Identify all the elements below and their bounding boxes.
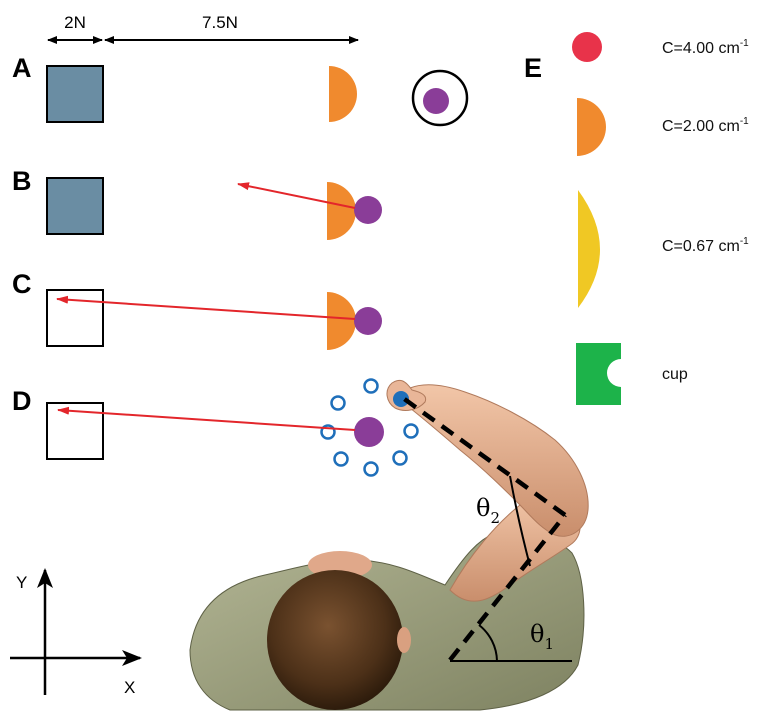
- elbow-angle-arc: [509, 475, 531, 567]
- start-square-outline: [46, 289, 104, 347]
- start-ring: [411, 69, 469, 127]
- forearm-segment-line: [401, 396, 567, 517]
- target-circle: [403, 423, 419, 439]
- subject-ear: [397, 627, 411, 653]
- start-square-outline: [46, 402, 104, 460]
- panel-e-letter: E: [524, 53, 542, 83]
- robot-handle: [393, 391, 409, 407]
- object-half-disc: [327, 182, 356, 240]
- coordinate-axes: Y X: [10, 568, 142, 697]
- elbow-angle-label: θ2: [476, 494, 500, 527]
- panel-a: A: [12, 53, 469, 127]
- cursor-dot: [354, 196, 382, 224]
- object-half-disc: [327, 292, 356, 350]
- cursor-dot: [354, 307, 382, 335]
- legend-half-disc-object: [577, 98, 606, 156]
- shoulder-angle-label: θ1: [530, 620, 554, 653]
- legend-segment-object: [578, 190, 600, 308]
- x-axis-label: X: [124, 678, 135, 697]
- panel-d: D: [12, 378, 419, 477]
- panel-d-letter: D: [12, 386, 32, 416]
- object-half-disc: [329, 66, 357, 122]
- cursor-dot: [423, 88, 449, 114]
- panel-e-legend: E C=4.00 cm-1 C=2.00 cm-1 C=0.67 cm-1 cu…: [524, 32, 749, 405]
- y-axis-label: Y: [16, 573, 27, 592]
- legend-label-cup: cup: [662, 366, 688, 383]
- target-circle: [333, 451, 349, 467]
- start-width-label: 2N: [64, 13, 86, 32]
- force-arrow: [57, 406, 356, 431]
- legend-label-curvature-4: C=4.00 cm-1: [662, 38, 749, 57]
- target-circle: [363, 378, 379, 394]
- start-square-filled: [46, 65, 104, 123]
- panel-c: C: [12, 269, 382, 350]
- subject-illustration: θ2 θ1: [189, 379, 589, 711]
- reach-distance-label: 7.5N: [202, 13, 238, 32]
- panel-c-letter: C: [12, 269, 32, 299]
- target-circle: [330, 395, 346, 411]
- panel-a-letter: A: [12, 53, 32, 83]
- target-circle: [392, 450, 408, 466]
- shoulder-angle-arc: [478, 624, 498, 662]
- force-arrow: [237, 182, 356, 209]
- legend-label-curvature-2: C=2.00 cm-1: [662, 116, 749, 135]
- panel-b-letter: B: [12, 166, 32, 196]
- subject-head: [267, 570, 403, 710]
- dimension-annotations: 2N 7.5N: [47, 13, 359, 44]
- legend-circle-object: [572, 32, 602, 62]
- legend-label-curvature-067: C=0.67 cm-1: [662, 236, 749, 255]
- panel-b: B: [12, 166, 382, 240]
- upper-arm-segment-line: [448, 513, 567, 662]
- target-ring-circles: [320, 378, 419, 477]
- target-circle: [363, 461, 379, 477]
- force-arrow: [56, 295, 356, 320]
- cursor-dot: [354, 417, 384, 447]
- target-circle: [320, 424, 336, 440]
- legend-cup-object: [576, 343, 621, 405]
- start-square-filled: [46, 177, 104, 235]
